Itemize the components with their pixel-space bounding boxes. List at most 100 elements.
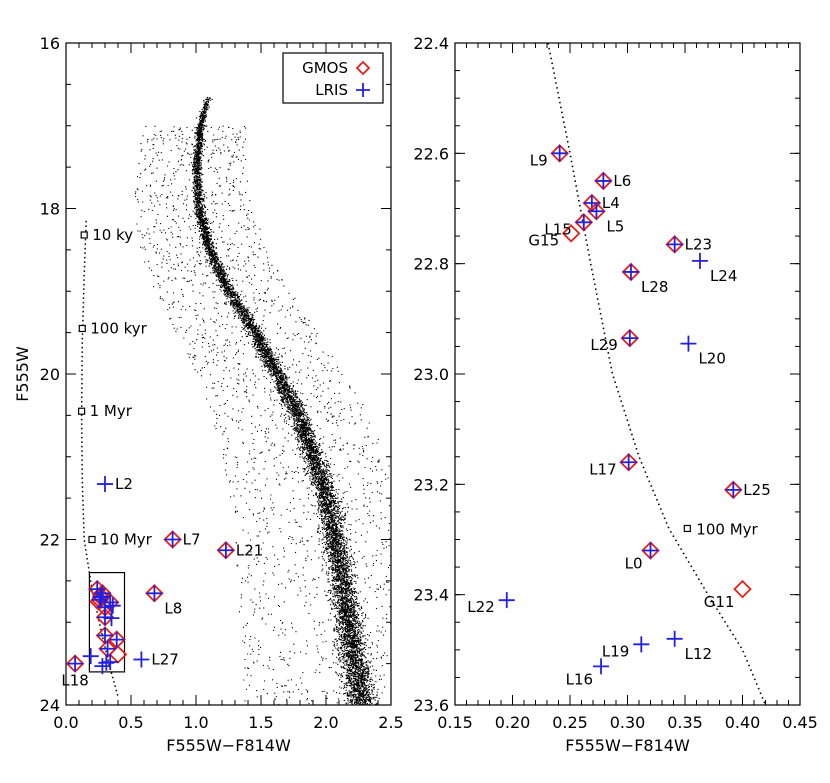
lris-marker	[725, 481, 742, 498]
age-marker-label: 10 Myr	[100, 531, 153, 549]
lris-marker	[97, 627, 113, 644]
star-label: L15	[544, 220, 571, 238]
lris-marker	[593, 658, 610, 675]
legend-box	[282, 52, 384, 104]
star-label: L19	[602, 642, 629, 660]
y-tick-label: 24	[40, 696, 60, 715]
gmos-marker	[594, 171, 613, 191]
star-label: L0	[625, 555, 643, 573]
x-tick-label: 0.25	[552, 713, 588, 732]
lris-marker	[164, 531, 181, 548]
y-tick-label: 23.4	[413, 586, 449, 605]
star-label: L17	[589, 460, 616, 478]
star-label: L29	[590, 336, 617, 354]
y-tick-label: 22.6	[413, 144, 449, 163]
lris-marker	[108, 631, 125, 648]
lris-marker	[97, 476, 113, 493]
age-marker	[88, 535, 96, 544]
x-tick-label: 0.40	[725, 713, 761, 732]
lris-marker	[551, 145, 568, 162]
lris-marker	[146, 585, 163, 602]
x-tick-label: 0.5	[118, 713, 143, 732]
x-tick-label: 0.15	[437, 713, 473, 732]
x-tick-label: 0.0	[53, 713, 78, 732]
star-label: L28	[641, 278, 668, 296]
lris-marker	[498, 592, 515, 609]
age-marker-label: 100 kyr	[90, 319, 147, 337]
lris-marker	[67, 655, 84, 672]
star-label: G15	[528, 231, 559, 249]
star-label: L27	[151, 650, 178, 668]
star-label: L24	[710, 267, 737, 285]
star-label: L25	[743, 481, 770, 499]
lris-marker	[680, 335, 697, 352]
star-label: L9	[530, 151, 548, 169]
lris-marker	[575, 214, 592, 231]
y-tick-label: 20	[40, 365, 60, 384]
lris-marker	[666, 236, 683, 253]
x-axis-title: F555W−F814W	[166, 736, 291, 755]
star-label: L23	[685, 235, 712, 253]
lris-marker	[595, 172, 612, 189]
x-tick-label: 1.5	[248, 713, 273, 732]
lris-marker	[621, 330, 638, 347]
lris-marker	[94, 585, 111, 602]
x-tick-label: 0.35	[667, 713, 703, 732]
lris-marker	[102, 653, 119, 670]
star-label: L7	[183, 531, 201, 549]
age-marker-label: 1 Myr	[90, 402, 133, 420]
zoom-box	[88, 571, 126, 673]
x-tick-label: 1.0	[183, 713, 208, 732]
star-label: L4	[602, 194, 620, 212]
star-label: L20	[698, 350, 725, 368]
age-marker-label: 100 Myr	[696, 520, 758, 538]
y-tick-label: 23.2	[413, 475, 449, 494]
lris-marker	[104, 597, 121, 614]
star-label: G11	[704, 593, 735, 611]
y-tick-label: 16	[40, 34, 60, 53]
gmos-marker	[216, 540, 236, 560]
lris-marker	[99, 640, 116, 657]
x-tick-label: 0.45	[782, 713, 818, 732]
lris-marker	[94, 658, 111, 675]
lris-marker	[620, 454, 637, 471]
x-tick-label: 0.30	[610, 713, 646, 732]
lris-marker	[666, 630, 683, 647]
legend-label: LRIS	[315, 81, 348, 99]
y-tick-label: 22	[40, 531, 60, 550]
gmos-marker	[574, 213, 594, 232]
age-marker	[80, 231, 88, 239]
y-tick-label: 23.0	[413, 365, 449, 384]
age-marker	[683, 524, 691, 533]
star-label: L2	[115, 475, 133, 493]
lris-marker	[622, 263, 639, 280]
lris-marker	[588, 203, 605, 220]
lris-marker	[82, 648, 99, 665]
lris-marker	[97, 609, 113, 626]
gmos-marker	[619, 452, 638, 472]
y-tick-label: 22.8	[413, 255, 449, 274]
y-axis-title: F555W	[13, 346, 32, 402]
gmos-marker	[621, 262, 641, 282]
star-label: L16	[566, 670, 593, 688]
lris-marker	[642, 542, 659, 559]
star-label: L18	[61, 672, 88, 690]
star-label: L22	[467, 598, 494, 616]
y-tick-label: 22.4	[413, 34, 449, 53]
x-axis-title: F555W−F814W	[565, 736, 690, 755]
lris-marker	[217, 542, 234, 559]
gmos-marker	[561, 224, 581, 243]
age-marker-label: 10 ky	[92, 226, 133, 244]
star-label: L8	[164, 599, 182, 617]
star-label: L5	[606, 217, 624, 235]
right-data: 100 Myr	[498, 43, 767, 705]
lris-marker	[691, 252, 708, 269]
legend-gmos-symbol	[355, 60, 371, 76]
y-tick-label: 18	[40, 200, 60, 219]
x-tick-label: 2.0	[313, 713, 338, 732]
legend-lris-symbol	[356, 83, 370, 97]
star-label: L12	[685, 645, 712, 663]
